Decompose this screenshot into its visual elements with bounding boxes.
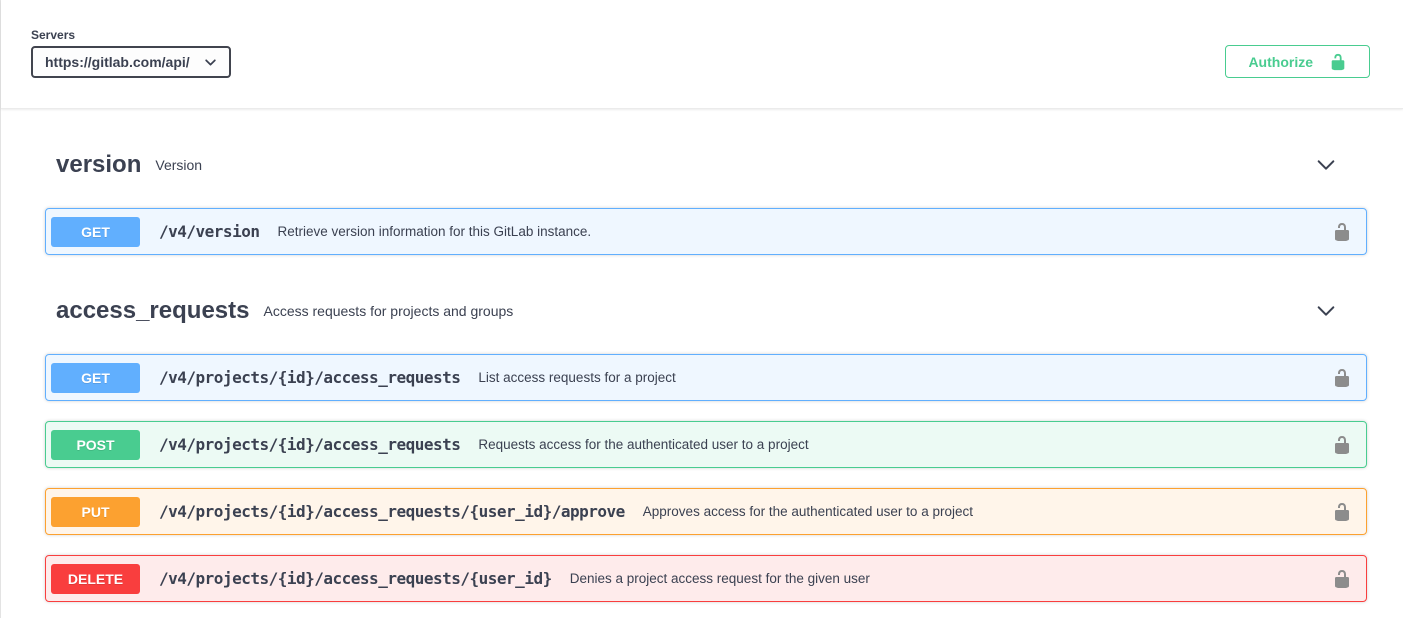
operation-summary: Retrieve version information for this Gi… bbox=[277, 224, 591, 239]
operation-summary: Requests access for the authenticated us… bbox=[478, 437, 808, 452]
operation-row[interactable]: GET /v4/projects/{id}/access_requests Li… bbox=[45, 354, 1367, 401]
operation-summary: Approves access for the authenticated us… bbox=[643, 504, 973, 519]
auth-lock-button[interactable] bbox=[1328, 364, 1356, 392]
authorize-button[interactable]: Authorize bbox=[1225, 45, 1370, 78]
servers-label: Servers bbox=[31, 28, 231, 42]
method-badge: PUT bbox=[51, 497, 140, 527]
section-title: access_requests bbox=[56, 295, 249, 327]
api-section: access_requests Access requests for proj… bbox=[45, 275, 1367, 602]
unlocked-padlock-icon bbox=[1332, 569, 1352, 589]
api-section: version Version GET /v4/version Retrieve… bbox=[45, 129, 1367, 255]
unlocked-padlock-icon bbox=[1332, 222, 1352, 242]
method-badge: DELETE bbox=[51, 564, 140, 594]
section-title: version bbox=[56, 149, 141, 181]
operation-summary: List access requests for a project bbox=[478, 370, 675, 385]
operation-row[interactable]: PUT /v4/projects/{id}/access_requests/{u… bbox=[45, 488, 1367, 535]
operation-row[interactable]: DELETE /v4/projects/{id}/access_requests… bbox=[45, 555, 1367, 602]
section-header[interactable]: access_requests Access requests for proj… bbox=[45, 295, 1367, 327]
operation-path: /v4/projects/{id}/access_requests/{user_… bbox=[159, 502, 625, 521]
chevron-down-icon bbox=[1315, 300, 1337, 322]
auth-lock-button[interactable] bbox=[1328, 565, 1356, 593]
server-select[interactable]: https://gitlab.com/api/ bbox=[31, 46, 231, 78]
operation-path: /v4/projects/{id}/access_requests bbox=[159, 368, 460, 387]
scheme-container: Servers https://gitlab.com/api/ Authoriz… bbox=[1, 0, 1403, 109]
servers-block: Servers https://gitlab.com/api/ bbox=[31, 28, 231, 78]
unlocked-padlock-icon bbox=[1329, 53, 1347, 71]
server-select-value: https://gitlab.com/api/ bbox=[45, 54, 190, 70]
unlocked-padlock-icon bbox=[1332, 502, 1352, 522]
auth-lock-button[interactable] bbox=[1328, 498, 1356, 526]
operation-row[interactable]: POST /v4/projects/{id}/access_requests R… bbox=[45, 421, 1367, 468]
operation-path: /v4/projects/{id}/access_requests bbox=[159, 435, 460, 454]
operation-path: /v4/projects/{id}/access_requests/{user_… bbox=[159, 569, 552, 588]
auth-lock-button[interactable] bbox=[1328, 431, 1356, 459]
operations-list: GET /v4/projects/{id}/access_requests Li… bbox=[45, 354, 1367, 602]
api-sections: version Version GET /v4/version Retrieve… bbox=[1, 109, 1403, 602]
method-badge: POST bbox=[51, 430, 140, 460]
operation-row[interactable]: GET /v4/version Retrieve version informa… bbox=[45, 208, 1367, 255]
authorize-button-label: Authorize bbox=[1248, 54, 1313, 70]
section-description: Access requests for projects and groups bbox=[263, 295, 513, 327]
unlocked-padlock-icon bbox=[1332, 435, 1352, 455]
method-badge: GET bbox=[51, 217, 140, 247]
method-badge: GET bbox=[51, 363, 140, 393]
chevron-down-icon bbox=[204, 56, 217, 69]
section-description: Version bbox=[155, 149, 202, 181]
unlocked-padlock-icon bbox=[1332, 368, 1352, 388]
section-header[interactable]: version Version bbox=[45, 149, 1367, 181]
auth-lock-button[interactable] bbox=[1328, 218, 1356, 246]
chevron-down-icon bbox=[1315, 154, 1337, 176]
operations-list: GET /v4/version Retrieve version informa… bbox=[45, 208, 1367, 255]
operation-path: /v4/version bbox=[159, 222, 259, 241]
operation-summary: Denies a project access request for the … bbox=[570, 571, 870, 586]
